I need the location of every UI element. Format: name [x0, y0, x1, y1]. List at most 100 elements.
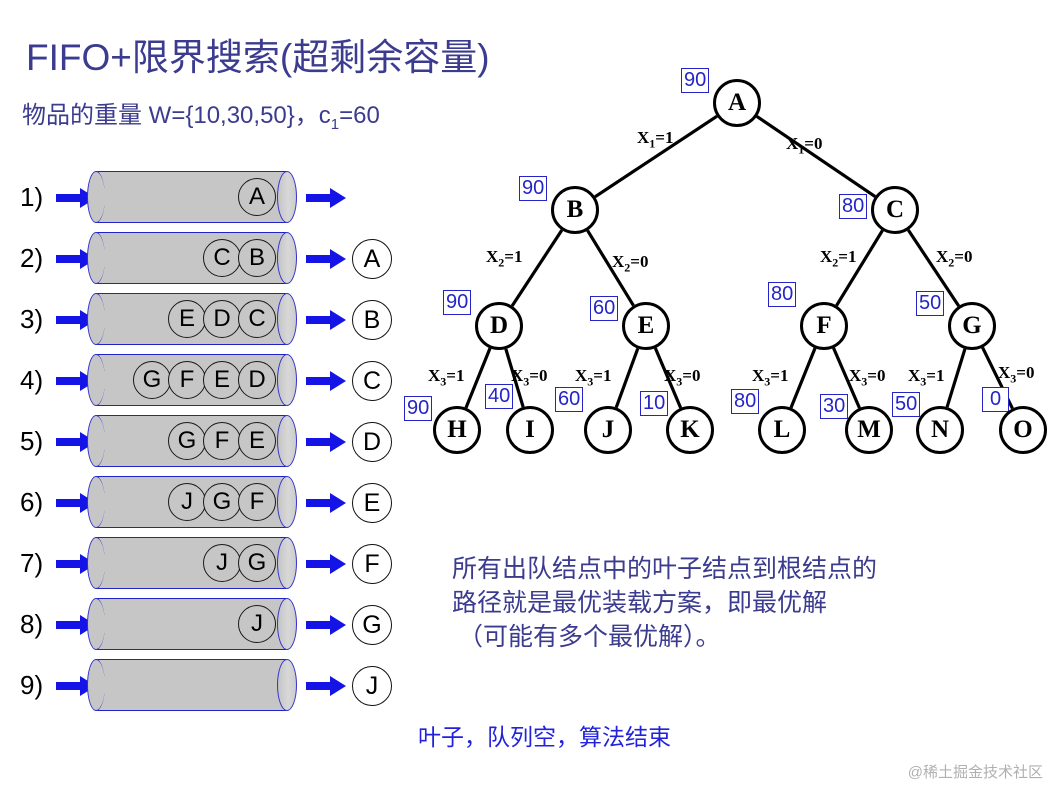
dequeue-arrow-icon: [306, 310, 346, 335]
queue-item: G: [203, 483, 241, 521]
dequeue-arrow-icon: [306, 188, 346, 208]
tree-edge: [653, 347, 683, 409]
edge-label-var: X: [849, 366, 862, 385]
dequeue-arrow-icon: [306, 188, 346, 213]
edge-label-subscript: 1: [649, 136, 656, 151]
cylinder-left-cap: [87, 476, 105, 528]
dequeued-node: G: [352, 605, 392, 645]
subtitle: 物品的重量 W={10,30,50}，c1=60: [22, 95, 380, 133]
dequeue-arrow-icon: [306, 676, 346, 701]
edge-label-subscript: 3: [440, 374, 447, 389]
tree-node-l: L: [758, 406, 806, 454]
tree-node-f: F: [800, 302, 848, 350]
cylinder-body: [96, 659, 286, 711]
edge-label-eq: =0: [529, 366, 548, 385]
edge-label-eq: =1: [593, 366, 612, 385]
enqueue-arrow-icon: [56, 188, 96, 213]
dequeued-node: J: [352, 666, 392, 706]
enqueue-arrow-icon: [56, 310, 96, 335]
tree-node-m: M: [845, 406, 893, 454]
edge-label-subscript: 1: [798, 142, 805, 157]
edge-label: X3=1: [428, 366, 464, 389]
enqueue-arrow-icon: [56, 249, 96, 269]
tree-edge: [504, 348, 525, 408]
edge-label-eq: =1: [655, 128, 674, 147]
edge-label: X1=0: [786, 134, 822, 157]
edge-label-subscript: 2: [832, 255, 839, 270]
enqueue-arrow-icon: [56, 310, 96, 330]
queue-row-number: 5): [20, 426, 44, 456]
enqueue-arrow-icon: [56, 615, 96, 640]
cylinder-left-cap: [87, 232, 105, 284]
tree-edge: [789, 347, 817, 409]
edge-label: X2=1: [486, 247, 522, 270]
enqueue-arrow-icon: [56, 615, 96, 635]
tree-node-g: G: [948, 302, 996, 350]
dequeue-arrow-icon: [306, 615, 346, 640]
queue-item: E: [203, 361, 241, 399]
queue-cylinder: A: [87, 170, 302, 224]
dequeued-node: F: [352, 544, 392, 584]
queue-items: A: [238, 170, 276, 224]
edge-label-eq: =0: [630, 252, 649, 271]
edge-label-var: X: [786, 134, 799, 153]
node-bound-value: 50: [892, 392, 921, 417]
tree-node-c: C: [871, 186, 919, 234]
enqueue-arrow-icon: [56, 676, 96, 696]
edge-label: X3=1: [908, 366, 944, 389]
queue-item: G: [168, 422, 206, 460]
explanation-line-1: 所有出队结点中的叶子结点到根结点的: [452, 555, 878, 583]
edge-label: X3=1: [752, 366, 788, 389]
queue-item: A: [238, 178, 276, 216]
cylinder-right-cap: [277, 476, 297, 528]
explanation-line-3: （可能有多个最优解）。: [458, 623, 721, 651]
node-bound-value: 30: [820, 394, 849, 419]
cylinder-right-cap: [277, 232, 297, 284]
queue-cylinder: J: [87, 597, 302, 651]
tree-node-e: E: [622, 302, 670, 350]
edge-label-var: X: [820, 247, 833, 266]
queue-item: B: [238, 239, 276, 277]
enqueue-arrow-icon: [56, 432, 96, 452]
queue-item: F: [168, 361, 206, 399]
edge-label-subscript: 3: [861, 374, 868, 389]
tree-edge: [835, 229, 884, 307]
edge-label: X3=1: [575, 366, 611, 389]
edge-label-subscript: 3: [764, 374, 771, 389]
queue-item: F: [238, 483, 276, 521]
node-bound-value: 0: [982, 387, 1009, 412]
tree-edge: [464, 347, 492, 409]
conclusion-text: 叶子，队列空，算法结束: [418, 724, 671, 750]
edge-label-subscript: 2: [624, 260, 631, 275]
enqueue-arrow-icon: [56, 493, 96, 513]
queue-items: J: [238, 597, 276, 651]
page-title: FIFO+限界搜索(超剩余容量): [26, 37, 490, 78]
tree-node-j: J: [584, 406, 632, 454]
queue-item: E: [168, 300, 206, 338]
cylinder-left-cap: [87, 598, 105, 650]
edge-label: X1=1: [637, 128, 673, 151]
node-bound-value: 90: [681, 68, 710, 93]
edge-label: X3=0: [511, 366, 547, 389]
enqueue-arrow-icon: [56, 432, 96, 457]
dequeued-node: B: [352, 300, 392, 340]
node-bound-value: 80: [768, 282, 797, 307]
cylinder-left-cap: [87, 171, 105, 223]
cylinder-left-cap: [87, 354, 105, 406]
dequeue-arrow-icon: [306, 554, 346, 579]
cylinder-left-cap: [87, 537, 105, 589]
queue-item: C: [238, 300, 276, 338]
dequeue-arrow-icon: [306, 432, 346, 452]
tree-node-a: A: [713, 79, 761, 127]
tree-edge: [510, 229, 564, 307]
edge-label-eq: =1: [446, 366, 465, 385]
node-bound-value: 80: [839, 194, 868, 219]
queue-cylinder: [87, 658, 302, 712]
tree-node-o: O: [999, 406, 1047, 454]
queue-item: G: [238, 544, 276, 582]
enqueue-arrow-icon: [56, 554, 96, 574]
queue-item: J: [203, 544, 241, 582]
edge-label-var: X: [428, 366, 441, 385]
